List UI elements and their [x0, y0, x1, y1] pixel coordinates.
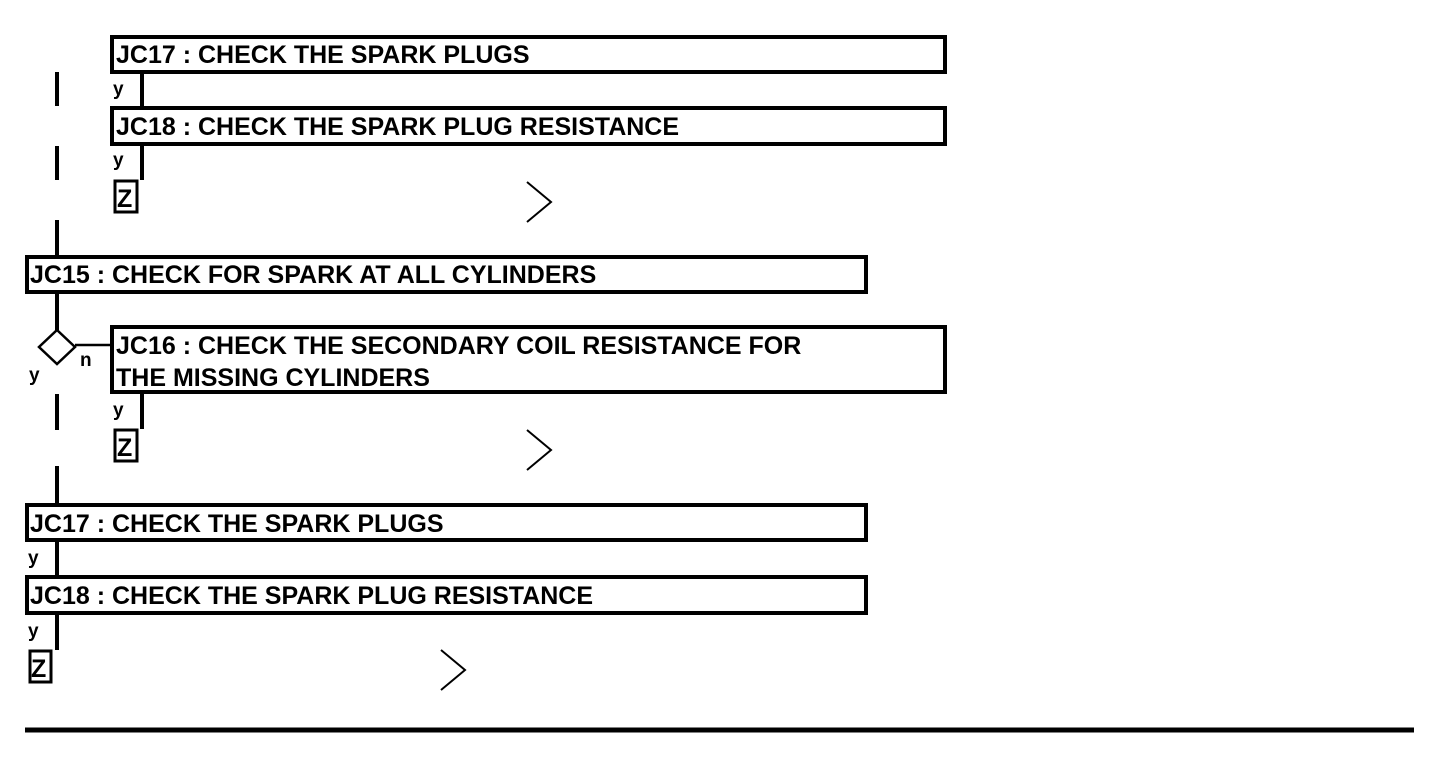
step-jc18-bottom-label: JC18 : CHECK THE SPARK PLUG RESISTANCE [30, 582, 593, 610]
step-jc16-label-line1: JC16 : CHECK THE SECONDARY COIL RESISTAN… [116, 332, 801, 360]
step-jc16-label-line2: THE MISSING CYLINDERS [116, 364, 430, 392]
chevron-right-icon [440, 649, 467, 691]
step-jc18-top-label: JC18 : CHECK THE SPARK PLUG RESISTANCE [116, 113, 679, 141]
end-marker-label: Z [117, 185, 132, 213]
step-jc16: JC16 : CHECK THE SECONDARY COIL RESISTAN… [110, 325, 947, 394]
yes-label: y [113, 79, 124, 100]
step-jc17-bottom-label: JC17 : CHECK THE SPARK PLUGS [30, 510, 444, 538]
chevron-right-icon [526, 181, 553, 223]
step-jc18-bottom: JC18 : CHECK THE SPARK PLUG RESISTANCE [25, 575, 868, 615]
yes-label: y [28, 548, 39, 569]
yes-label: y [28, 621, 39, 642]
end-marker-label: Z [117, 434, 132, 462]
decision-diamond [37, 328, 77, 366]
no-label: n [80, 350, 92, 371]
step-jc17-top-label: JC17 : CHECK THE SPARK PLUGS [116, 41, 530, 69]
end-marker-middle: Z [113, 428, 139, 463]
step-jc17-bottom: JC17 : CHECK THE SPARK PLUGS [25, 503, 868, 542]
step-jc15: JC15 : CHECK FOR SPARK AT ALL CYLINDERS [25, 255, 868, 294]
end-marker-label: Z [31, 655, 46, 683]
end-marker-top: Z [113, 179, 139, 214]
end-marker-bottom: Z [28, 649, 53, 684]
yes-label: y [29, 365, 40, 386]
yes-label: y [113, 400, 124, 421]
step-jc17-top: JC17 : CHECK THE SPARK PLUGS [110, 35, 947, 74]
step-jc15-label: JC15 : CHECK FOR SPARK AT ALL CYLINDERS [30, 261, 596, 289]
step-jc18-top: JC18 : CHECK THE SPARK PLUG RESISTANCE [110, 106, 947, 146]
chevron-right-icon [526, 429, 553, 471]
yes-label: y [113, 150, 124, 171]
